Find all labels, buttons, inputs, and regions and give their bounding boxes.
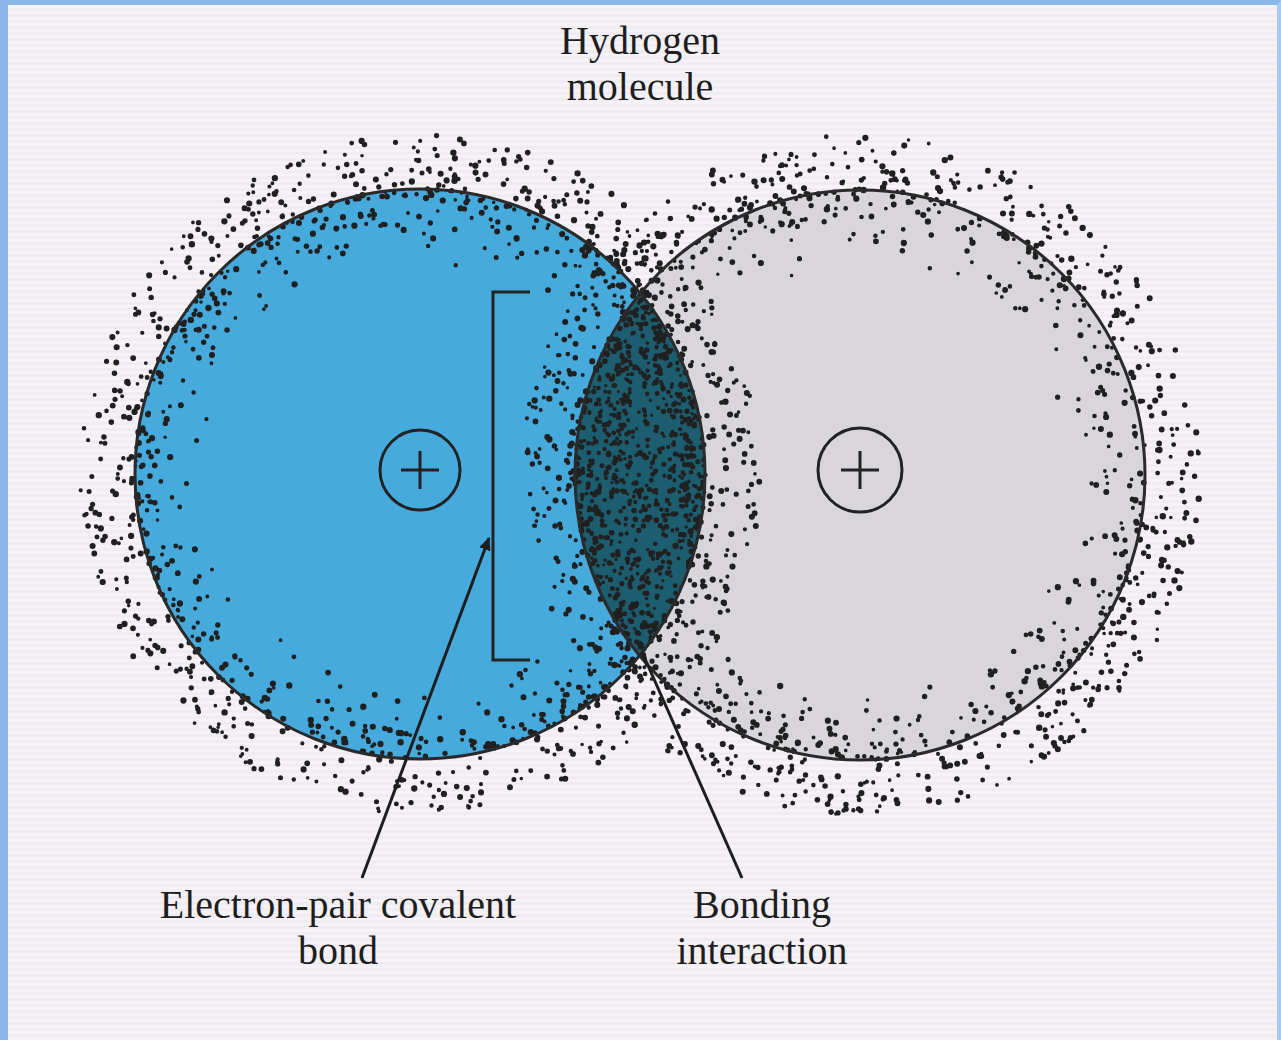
callout-label: Bonding interaction bbox=[612, 882, 912, 974]
left-atom-outline bbox=[135, 189, 705, 759]
callout-label-box: Electron-pair covalent bond bbox=[158, 882, 518, 974]
leader-line bbox=[362, 538, 489, 878]
diagram-title: Hydrogen molecule bbox=[490, 18, 790, 110]
electron-stipple bbox=[79, 133, 1202, 816]
diagram-title-box: Hydrogen molecule bbox=[490, 18, 790, 110]
callout-label: Electron-pair covalent bond bbox=[158, 882, 518, 974]
leader-line bbox=[642, 652, 742, 878]
right-atom-outline bbox=[575, 190, 1145, 760]
proton-symbol bbox=[818, 428, 902, 512]
callout-label-box: Bonding interaction bbox=[612, 882, 912, 974]
bond-bracket bbox=[493, 292, 530, 660]
proton-symbol bbox=[380, 430, 460, 510]
stipple-dots bbox=[79, 133, 1202, 816]
